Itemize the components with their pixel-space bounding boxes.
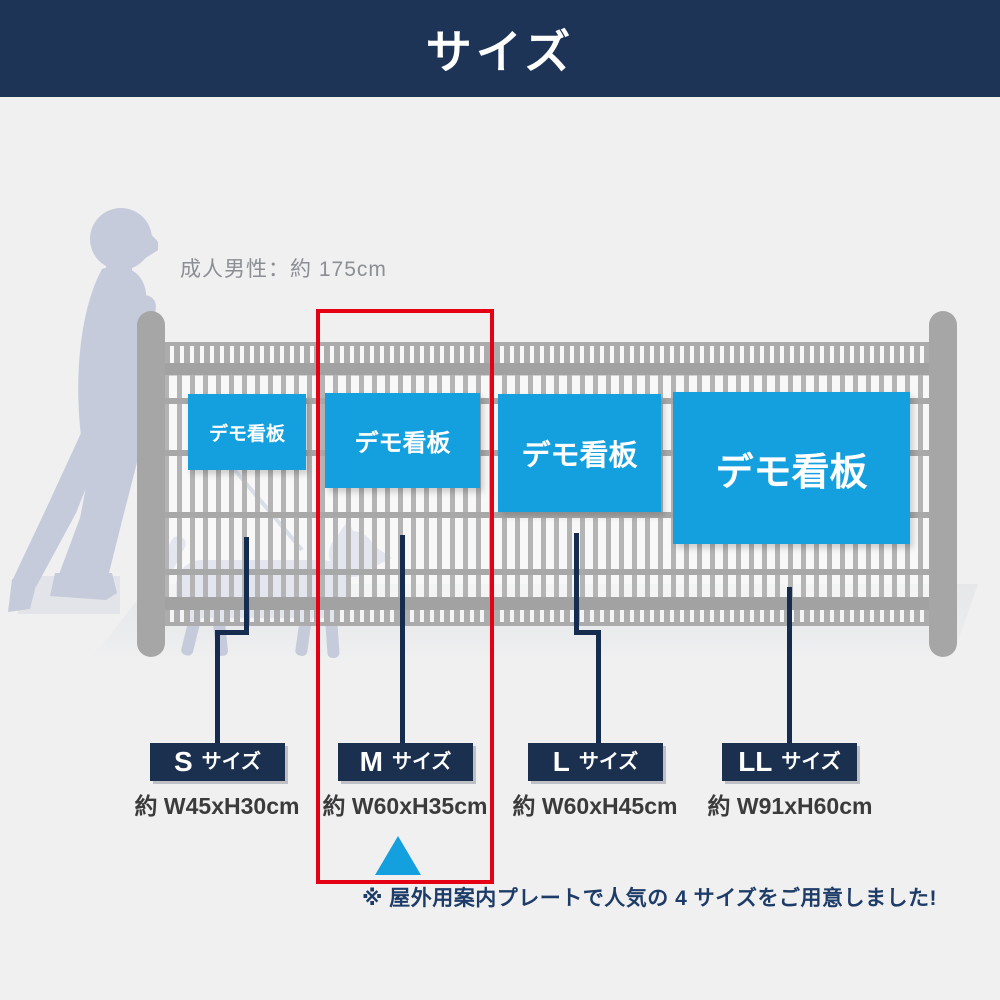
demo-sign-ll: デモ看板 [673,392,910,544]
leader-line-l [574,533,579,635]
size-word-ll: サイズ [781,751,841,773]
dimension-s: 約 W45xH30cm [134,793,300,819]
size-code-s: S [173,746,193,777]
fence-right-post [929,311,957,657]
fence-bottom-rail [160,597,936,610]
demo-sign-m: デモ看板 [325,393,480,488]
demo-sign-l-text: デモ看板 [521,440,638,472]
size-word-m: サイズ [391,751,452,773]
page-title: サイズ [425,25,575,78]
dimension-m: 約 W60xH35cm [322,793,488,819]
size-label-l: L サイズ [528,743,663,781]
size-code-m: M [359,746,383,777]
leader-line-m [400,535,405,743]
header-bar: サイズ [0,0,1000,97]
leader-line-s-step [215,630,249,635]
fence-top-ticks [164,346,932,363]
fence-left-post [137,311,165,657]
size-code-l: L [552,746,570,777]
fence-top-thin-rail [164,342,932,346]
demo-sign-m-text: デモ看板 [354,430,451,457]
fence-mid-rail-3 [164,512,932,518]
size-word-s: サイズ [201,751,262,773]
leader-line-l-lower [596,630,601,743]
scale-reference-label: 成人男性：約 175cm [180,258,387,281]
size-label-ll: LL サイズ [722,743,857,781]
demo-sign-l: デモ看板 [498,394,661,512]
size-label-m: M サイズ [338,743,473,781]
size-label-s: S サイズ [150,743,285,781]
highlight-box-m-size [316,309,494,884]
adult-male-silhouette-icon [8,208,158,612]
dimension-l: 約 W60xH45cm [512,793,678,819]
size-word-l: サイズ [578,751,639,773]
demo-sign-ll-text: デモ看板 [715,451,868,494]
dimension-ll: 約 W91xH60cm [707,793,873,819]
demo-sign-s-text: デモ看板 [208,423,285,445]
leader-line-ll [787,587,792,743]
size-code-ll: LL [738,746,773,777]
fence-bottom-ticks [164,610,932,622]
fence-mid-rail-4 [164,569,932,575]
fence-top-rail [160,363,936,376]
leader-line-s [244,537,249,635]
fence-bottom-thin-rail [164,622,932,626]
leader-line-l-step [574,630,601,635]
demo-sign-s: デモ看板 [188,394,306,470]
selection-triangle-icon [375,836,421,875]
leader-line-s-lower [215,630,220,743]
footnote: ※ 屋外用案内プレートで人気の 4 サイズをご用意しました! [362,887,937,910]
